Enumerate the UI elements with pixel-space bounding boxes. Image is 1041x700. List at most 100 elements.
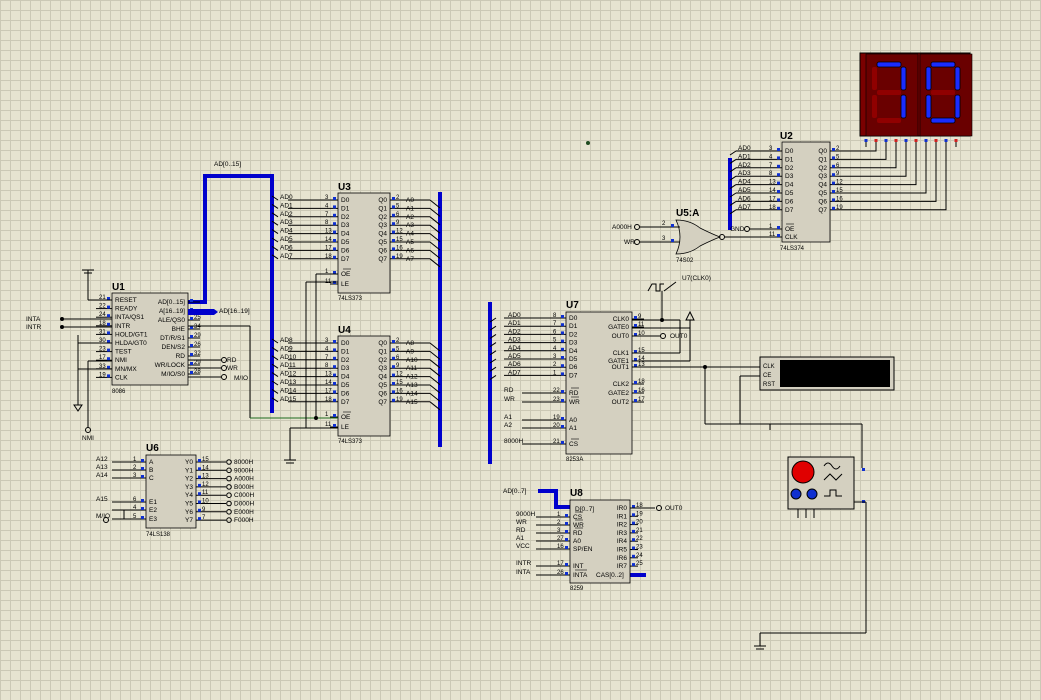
svg-text:17: 17 <box>557 561 564 567</box>
u8-cas-label: CAS[0..2] <box>596 572 624 579</box>
svg-text:AD5: AD5 <box>280 236 293 243</box>
svg-text:A8: A8 <box>406 340 414 347</box>
svg-text:13: 13 <box>325 372 332 378</box>
chip-u7-part: 8253A <box>566 457 583 463</box>
gate-u5-in-wr: WR <box>624 239 635 246</box>
svg-text:D1: D1 <box>569 323 578 330</box>
u7-clock-wiring: U7(CLK0) OUT0 <box>632 275 863 468</box>
svg-text:15: 15 <box>396 380 403 386</box>
chip-u7-ref: U7 <box>566 300 579 311</box>
svg-text:Q1: Q1 <box>378 348 387 355</box>
svg-text:D0: D0 <box>341 197 350 204</box>
svg-text:A15: A15 <box>96 496 108 503</box>
net-wr-label: WR <box>227 365 238 372</box>
counter-timer[interactable]: CLK CE RST 00000070 <box>759 356 895 391</box>
svg-text:AD3: AD3 <box>738 170 751 177</box>
svg-text:5: 5 <box>553 338 557 344</box>
svg-text:Q6: Q6 <box>378 390 387 397</box>
counter-pin-ce: CE <box>763 373 771 379</box>
svg-text:AD[0..15]: AD[0..15] <box>158 299 185 306</box>
net-inta-label: INTA <box>26 316 41 323</box>
svg-text:NMI: NMI <box>115 357 127 364</box>
svg-text:22: 22 <box>636 536 643 542</box>
svg-text:AD4: AD4 <box>508 345 521 352</box>
svg-text:HOLD/GT1: HOLD/GT1 <box>115 331 148 338</box>
function-generator[interactable] <box>754 456 867 650</box>
svg-text:OUT0: OUT0 <box>612 333 630 340</box>
svg-text:7: 7 <box>202 515 206 521</box>
svg-text:17: 17 <box>99 355 106 361</box>
svg-text:CLK1: CLK1 <box>613 350 630 357</box>
svg-text:D3: D3 <box>569 340 578 347</box>
svg-text:15: 15 <box>836 188 843 194</box>
svg-text:6: 6 <box>553 329 557 335</box>
gate-u5-74s02[interactable]: U5:A 74S02 2 3 A000H WR GND <box>612 208 782 264</box>
svg-text:9: 9 <box>202 507 206 513</box>
svg-text:7: 7 <box>325 212 329 218</box>
svg-text:A0: A0 <box>569 417 577 424</box>
svg-text:Y1: Y1 <box>185 467 193 474</box>
svg-text:Q6: Q6 <box>378 247 387 254</box>
svg-text:M/IO: M/IO <box>96 513 110 520</box>
svg-text:E3: E3 <box>149 516 157 523</box>
svg-text:ALE/QS0: ALE/QS0 <box>158 317 185 324</box>
svg-text:RD: RD <box>569 390 579 397</box>
svg-text:18: 18 <box>636 503 643 509</box>
svg-text:23: 23 <box>553 397 560 403</box>
svg-text:INTA: INTA <box>573 572 588 579</box>
svg-text:A1: A1 <box>406 205 414 212</box>
svg-text:AD5: AD5 <box>738 187 751 194</box>
svg-text:30: 30 <box>99 338 106 344</box>
svg-text:18: 18 <box>99 321 106 327</box>
svg-text:D2: D2 <box>341 214 350 221</box>
net-rd-label: RD <box>227 357 237 364</box>
svg-text:34: 34 <box>194 324 201 330</box>
svg-text:8: 8 <box>325 363 329 369</box>
svg-text:16: 16 <box>396 245 403 251</box>
svg-text:21: 21 <box>99 295 106 301</box>
svg-text:5: 5 <box>396 203 400 209</box>
svg-text:A7: A7 <box>406 256 414 263</box>
svg-text:D2: D2 <box>569 331 578 338</box>
svg-text:7: 7 <box>769 163 773 169</box>
svg-text:AD7: AD7 <box>508 369 521 376</box>
svg-text:WR: WR <box>516 519 527 526</box>
u1-wiring: NMI INTA INTR RD WR M/IO <box>26 269 251 442</box>
svg-text:WR/LOCK: WR/LOCK <box>155 362 186 369</box>
svg-text:Y6: Y6 <box>185 509 193 516</box>
svg-text:14: 14 <box>325 237 332 243</box>
seven-segment-display[interactable] <box>859 52 973 142</box>
svg-text:10: 10 <box>202 499 209 505</box>
u2-gnd-label: GND <box>730 226 745 233</box>
svg-text:AD2: AD2 <box>738 162 751 169</box>
u2-out-q2: 6Q2 <box>818 163 840 172</box>
